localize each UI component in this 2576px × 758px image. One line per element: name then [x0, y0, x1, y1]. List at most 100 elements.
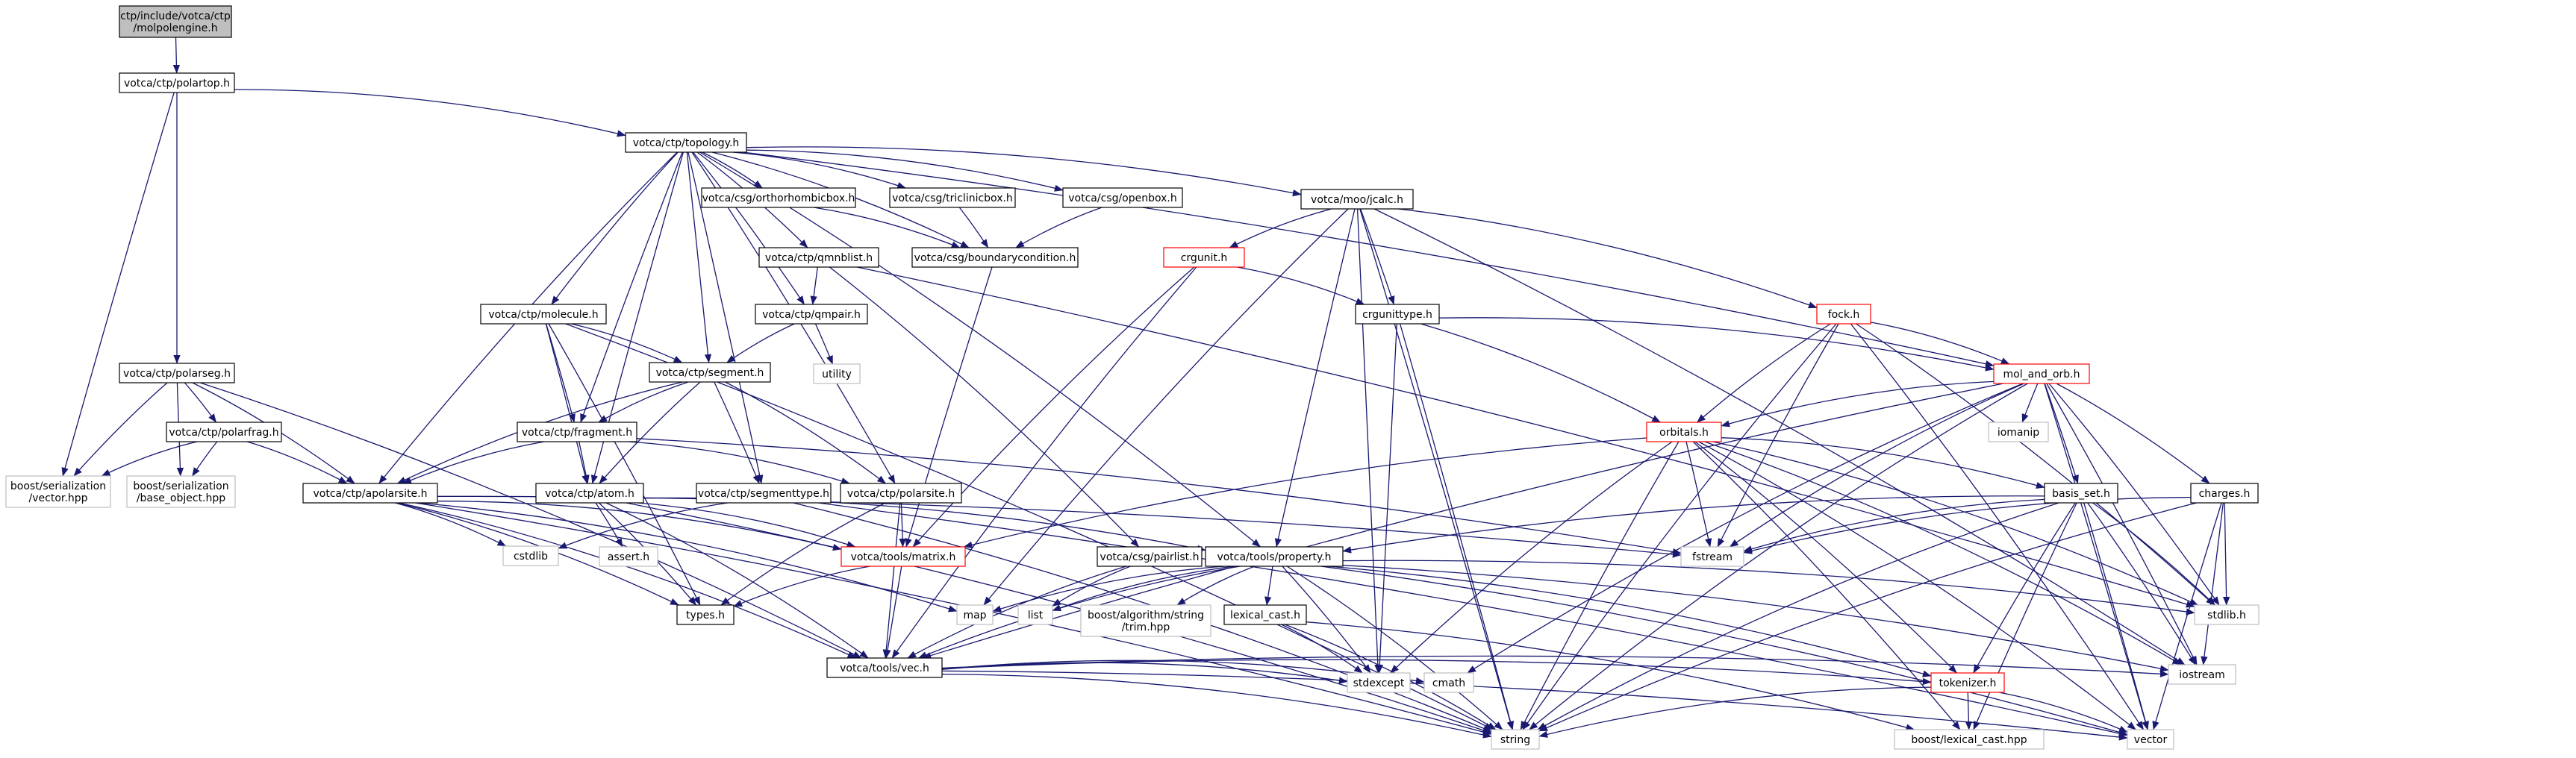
node-box-vec	[826, 657, 943, 678]
node-segment[interactable]: votca/ctp/segment.h	[649, 362, 771, 383]
node-types[interactable]: types.h	[676, 604, 735, 625]
edge-property-to-stdexcept	[1282, 566, 1371, 674]
node-property[interactable]: votca/tools/property.h	[1205, 546, 1344, 567]
node-charges[interactable]: charges.h	[2190, 483, 2259, 504]
edge-polarseg-to-polarfrag	[184, 382, 217, 423]
edge-fragment-to-apolarsite	[402, 441, 545, 484]
node-label-fstream: fstream	[1692, 551, 1733, 563]
node-string: string	[1491, 729, 1540, 750]
node-polarfrag[interactable]: votca/ctp/polarfrag.h	[166, 422, 282, 442]
node-label-triclinic: votca/csg/triclinicbox.h	[892, 192, 1013, 204]
node-matrix[interactable]: votca/tools/matrix.h	[841, 546, 966, 567]
edge-vec-to-tokenizer	[941, 659, 1932, 686]
node-label-polarfrag: votca/ctp/polarfrag.h	[169, 427, 278, 439]
node-label-crgunittype: crgunittype.h	[1362, 309, 1432, 321]
node-qmcalc[interactable]: votca/moo/jcalc.h	[1300, 189, 1414, 210]
node-triclinic[interactable]: votca/csg/triclinicbox.h	[889, 187, 1016, 208]
edge-charges-to-iostream	[2201, 502, 2224, 665]
node-box-root	[119, 5, 232, 38]
edge-topology-to-molorb	[743, 151, 1995, 368]
edge-molorb-to-stdlib	[2048, 383, 2220, 606]
node-box-matrix	[841, 546, 966, 567]
edge-molorb-to-orbitals	[1721, 380, 1995, 427]
node-fock[interactable]: fock.h	[1816, 304, 1871, 325]
edge-polarsite-to-vec	[882, 502, 901, 659]
edge-molorb-to-iostream	[2046, 383, 2198, 665]
edge-polarseg-to-vec	[199, 382, 862, 659]
edge-qmnblist-to-parlist	[829, 266, 1140, 548]
node-label-trim: boost/algorithm/string	[1088, 610, 1204, 621]
edge-openbox-to-boundary	[1015, 207, 1103, 248]
node-parlist[interactable]: votca/csg/pairlist.h	[1097, 546, 1203, 567]
node-label-bvector: /vector.hpp	[29, 492, 88, 504]
node-label-molecule: votca/ctp/molecule.h	[488, 309, 598, 321]
node-orbitals[interactable]: orbitals.h	[1646, 422, 1722, 442]
node-box-boundary	[911, 247, 1079, 268]
node-label-qmpair: votca/ctp/qmpair.h	[762, 309, 861, 321]
edge-crgunit-to-matrix	[912, 266, 1195, 548]
edge-segment-to-atom	[599, 381, 701, 484]
node-label-fock: fock.h	[1828, 309, 1860, 321]
node-polarsite[interactable]: votca/ctp/polarsite.h	[840, 483, 962, 504]
node-label-cstdlib: cstdlib	[514, 551, 548, 563]
node-label-atom: votca/ctp/atom.h	[545, 488, 634, 500]
edge-qmnblist-to-qmpair	[810, 266, 818, 305]
node-label-boundary: votca/csg/boundarycondition.h	[914, 252, 1076, 264]
node-box-utility	[813, 363, 861, 384]
edge-lexical-to-stdexcept	[1281, 624, 1363, 674]
node-molecule[interactable]: votca/ctp/molecule.h	[480, 304, 607, 325]
node-root[interactable]: ctp/include/votca/ctp/molpolengine.h	[119, 5, 232, 38]
node-box-cstdlib	[502, 545, 559, 566]
node-orthorhombic[interactable]: votca/csg/orthorhombicbox.h	[701, 187, 856, 208]
node-polarseg[interactable]: votca/ctp/polarseg.h	[119, 363, 235, 383]
edge-property-to-tokenizer	[1327, 566, 1932, 677]
node-vec[interactable]: votca/tools/vec.h	[826, 657, 943, 678]
edge-qmcalc-to-fock	[1397, 208, 1818, 309]
node-box-charges	[2190, 483, 2259, 504]
node-openbox[interactable]: votca/csg/openbox.h	[1062, 187, 1183, 208]
edge-root-to-polartop	[172, 37, 181, 74]
node-fragment[interactable]: votca/ctp/fragment.h	[517, 422, 637, 442]
node-apolarsite[interactable]: votca/ctp/apolarsite.h	[302, 483, 438, 504]
node-boundary[interactable]: votca/csg/boundarycondition.h	[911, 247, 1079, 268]
node-qmnblist[interactable]: votca/ctp/qmnblist.h	[758, 247, 879, 268]
node-trim: boost/algorithm/string/trim.hpp	[1080, 604, 1211, 637]
edge-crgunit-to-crgunittype	[1237, 266, 1365, 305]
node-box-blexical	[1894, 729, 2045, 750]
edge-topology-to-openbox	[746, 149, 1064, 192]
edge-topology-to-qmpair	[692, 151, 805, 305]
node-tokenizer[interactable]: tokenizer.h	[1930, 672, 2005, 693]
node-crgunit[interactable]: crgunit.h	[1163, 247, 1245, 268]
node-polartop[interactable]: votca/ctp/polartop.h	[119, 72, 235, 93]
node-label-root: ctp/include/votca/ctp	[120, 10, 231, 22]
edge-property-to-string	[1286, 566, 1503, 730]
node-box-polarfrag	[166, 422, 282, 442]
node-lexical[interactable]: lexical_cast.h	[1223, 604, 1307, 625]
node-bvector: boost/serialization/vector.hpp	[5, 475, 111, 508]
edge-molorb-to-charges	[2056, 383, 2210, 484]
node-box-trim	[1080, 604, 1211, 637]
node-label-topology: votca/ctp/topology.h	[633, 137, 740, 149]
edge-basisset-to-stdlib	[2092, 502, 2215, 606]
node-atom[interactable]: votca/ctp/atom.h	[535, 483, 644, 504]
node-iostream: iostream	[2168, 664, 2236, 685]
node-box-molecule	[480, 304, 607, 325]
edge-orbitals-to-fstream	[1685, 441, 1712, 548]
node-topology[interactable]: votca/ctp/topology.h	[625, 132, 747, 153]
node-label-bvector: boost/serialization	[10, 480, 106, 492]
node-crgunittype[interactable]: crgunittype.h	[1355, 304, 1440, 325]
edge-vec-to-string	[941, 674, 1492, 739]
node-label-map: map	[963, 610, 986, 621]
node-box-segmenttype	[696, 483, 832, 504]
node-segmenttype[interactable]: votca/ctp/segmenttype.h	[696, 483, 832, 504]
edge-topology-to-molecule	[551, 151, 679, 305]
edge-orbitals-to-tokenizer	[1694, 441, 1957, 674]
node-qmpair[interactable]: votca/ctp/qmpair.h	[755, 304, 868, 325]
node-label-polartop: votca/ctp/polartop.h	[124, 78, 230, 90]
node-box-stdexcept	[1347, 672, 1411, 693]
node-molorb[interactable]: mol_and_orb.h	[1993, 363, 2090, 384]
node-list: list	[1017, 604, 1053, 625]
node-box-fstream	[1680, 546, 1744, 567]
node-basisset[interactable]: basis_set.h	[2044, 483, 2118, 504]
